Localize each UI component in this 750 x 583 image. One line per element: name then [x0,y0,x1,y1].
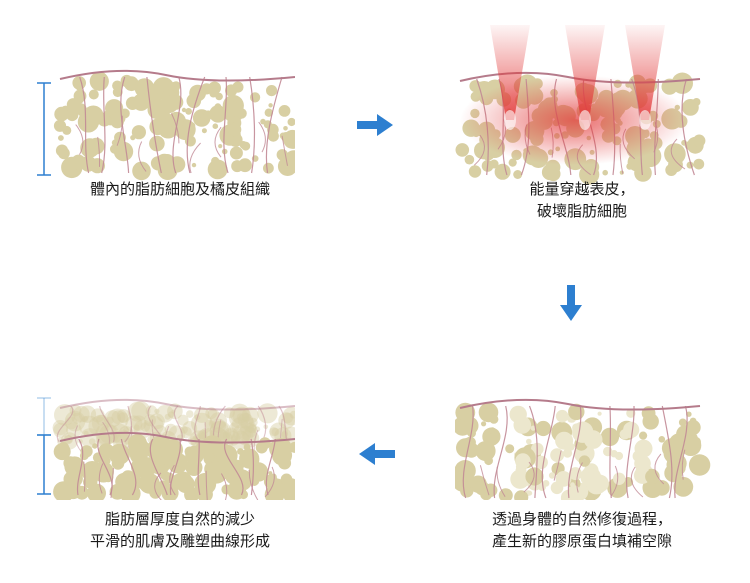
panel-energy-penetration [455,25,715,165]
fat-tissue-illustration [35,55,295,195]
caption-step-1: 體內的脂肪細胞及橘皮組織 [30,178,330,200]
collagen-repair-illustration [455,390,715,500]
energy-penetration-illustration [455,25,715,195]
caption-step-2: 能量穿越表皮， 破壞脂肪細胞 [432,178,732,222]
reduced-fat-illustration [35,390,295,500]
caption-step-3: 透過身體的自然修復過程， 產生新的膠原蛋白填補空隙 [432,508,732,552]
caption-step-4-line-2: 平滑的肌膚及雕塑曲線形成 [30,530,330,552]
caption-step-3-line-2: 產生新的膠原蛋白填補空隙 [432,530,732,552]
caption-step-4: 脂肪層厚度自然的減少 平滑的肌膚及雕塑曲線形成 [30,508,330,552]
arrow-down-icon [558,283,584,323]
caption-step-4-line-1: 脂肪層厚度自然的減少 [30,508,330,530]
arrow-left-icon [357,441,397,467]
caption-step-2-line-2: 破壞脂肪細胞 [432,200,732,222]
panel-fat-tissue [35,55,295,195]
caption-step-3-line-1: 透過身體的自然修復過程， [432,508,732,530]
caption-step-2-line-1: 能量穿越表皮， [432,178,732,200]
arrow-right-icon [355,112,395,138]
caption-step-1-line-1: 體內的脂肪細胞及橘皮組織 [30,178,330,200]
